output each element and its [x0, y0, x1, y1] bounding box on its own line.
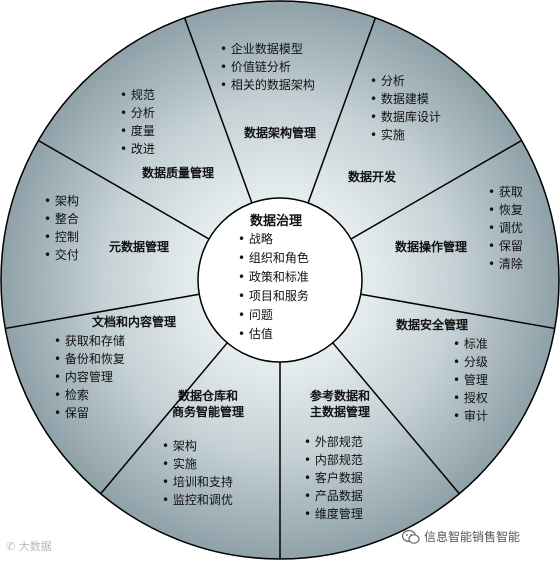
segment-items-architecture: 企业数据模型 价值链分析 相关的数据架构 — [220, 40, 315, 94]
list-item: 监控和调优 — [162, 491, 233, 509]
list-item: 交付 — [44, 246, 79, 264]
segment-divider — [38, 139, 210, 240]
segment-title-metadata: 元数据管理 — [108, 240, 170, 254]
segment-title-development: 数据开发 — [347, 170, 397, 184]
list-item: 度量 — [120, 122, 155, 140]
title-line: 商务智能管理 — [171, 405, 245, 419]
list-item: 规范 — [120, 86, 155, 104]
segment-items-metadata: 架构 整合 控制 交付 — [44, 192, 79, 264]
title-line: 数据仓库和 — [177, 389, 239, 403]
list-item: 内容管理 — [54, 368, 125, 386]
title-line: 参考数据和 — [309, 389, 371, 403]
list-item: 数据库设计 — [370, 108, 441, 126]
segment-title-quality: 数据质量管理 — [141, 166, 215, 180]
list-item: 内部规范 — [304, 451, 363, 469]
segment-divider — [307, 17, 377, 204]
list-item: 培训和支持 — [162, 473, 233, 491]
watermark-left-text: 大数据 — [18, 540, 52, 553]
segment-divider — [100, 342, 228, 495]
list-item: 备份和恢复 — [54, 350, 125, 368]
segment-title-document-content: 文档和内容管理 — [91, 315, 177, 329]
list-item: 保留 — [488, 237, 523, 255]
list-item: 清除 — [488, 255, 523, 273]
segment-items-quality: 规范 分析 度量 改进 — [120, 86, 155, 158]
list-item: 维度管理 — [304, 505, 363, 523]
segment-divider — [332, 342, 460, 495]
list-item: 组织和角色 — [238, 249, 309, 268]
segment-divider — [350, 139, 522, 240]
list-item: 实施 — [162, 455, 233, 473]
segment-dividers — [5, 17, 555, 559]
list-item: 战略 — [238, 230, 309, 249]
title-line: 主数据管理 — [309, 405, 371, 419]
segment-items-document-content: 获取和存储 备份和恢复 内容管理 检索 保留 — [54, 332, 125, 422]
list-item: 企业数据模型 — [220, 40, 315, 58]
segment-items-reference-master: 外部规范 内部规范 客户数据 产品数据 维度管理 — [304, 433, 363, 523]
segment-items-development: 分析 数据建模 数据库设计 实施 — [370, 72, 441, 144]
segment-title-operations: 数据操作管理 — [394, 240, 468, 254]
segment-divider — [360, 293, 555, 330]
segment-title-reference-master: 参考数据和 主数据管理 — [310, 388, 370, 420]
list-item: 外部规范 — [304, 433, 363, 451]
list-item: 审计 — [453, 407, 488, 425]
list-item: 保留 — [54, 404, 125, 422]
list-item: 问题 — [238, 306, 309, 325]
weibo-icon: ✆ — [6, 540, 19, 553]
list-item: 恢复 — [488, 201, 523, 219]
list-item: 政策和标准 — [238, 268, 309, 287]
segment-items-dw-bi: 架构 实施 培训和支持 监控和调优 — [162, 437, 233, 509]
watermark-right-text: 信息智能销售智能 — [424, 530, 521, 544]
list-item: 管理 — [453, 371, 488, 389]
list-item: 控制 — [44, 228, 79, 246]
list-item: 整合 — [44, 210, 79, 228]
list-item: 估值 — [238, 325, 309, 344]
list-item: 分级 — [453, 353, 488, 371]
segment-title-security: 数据安全管理 — [395, 318, 469, 332]
list-item: 授权 — [453, 389, 488, 407]
list-item: 相关的数据架构 — [220, 76, 315, 94]
list-item: 分析 — [120, 104, 155, 122]
wechat-icon — [402, 529, 420, 544]
segment-items-operations: 获取 恢复 调优 保留 清除 — [488, 183, 523, 273]
list-item: 调优 — [488, 219, 523, 237]
list-item: 价值链分析 — [220, 58, 315, 76]
list-item: 改进 — [120, 140, 155, 158]
segment-title-dw-bi: 数据仓库和 商务智能管理 — [172, 388, 244, 420]
list-item: 检索 — [54, 386, 125, 404]
list-item: 客户数据 — [304, 469, 363, 487]
list-item: 标准 — [453, 335, 488, 353]
list-item: 实施 — [370, 126, 441, 144]
center-title: 数据治理 — [250, 214, 303, 229]
list-item: 架构 — [162, 437, 233, 455]
list-item: 项目和服务 — [238, 287, 309, 306]
center-items: 战略 组织和角色 政策和标准 项目和服务 问题 估值 — [238, 230, 309, 344]
segment-divider — [183, 17, 253, 204]
watermark-left: ✆ 大数据 — [6, 538, 52, 554]
list-item: 数据建模 — [370, 90, 441, 108]
list-item: 分析 — [370, 72, 441, 90]
watermark-right: 信息智能销售智能 — [402, 528, 520, 545]
list-item: 获取 — [488, 183, 523, 201]
list-item: 架构 — [44, 192, 79, 210]
list-item: 获取和存储 — [54, 332, 125, 350]
segment-title-architecture: 数据架构管理 — [243, 126, 317, 140]
segment-divider — [5, 293, 200, 330]
segment-items-security: 标准 分级 管理 授权 审计 — [453, 335, 488, 425]
list-item: 产品数据 — [304, 487, 363, 505]
